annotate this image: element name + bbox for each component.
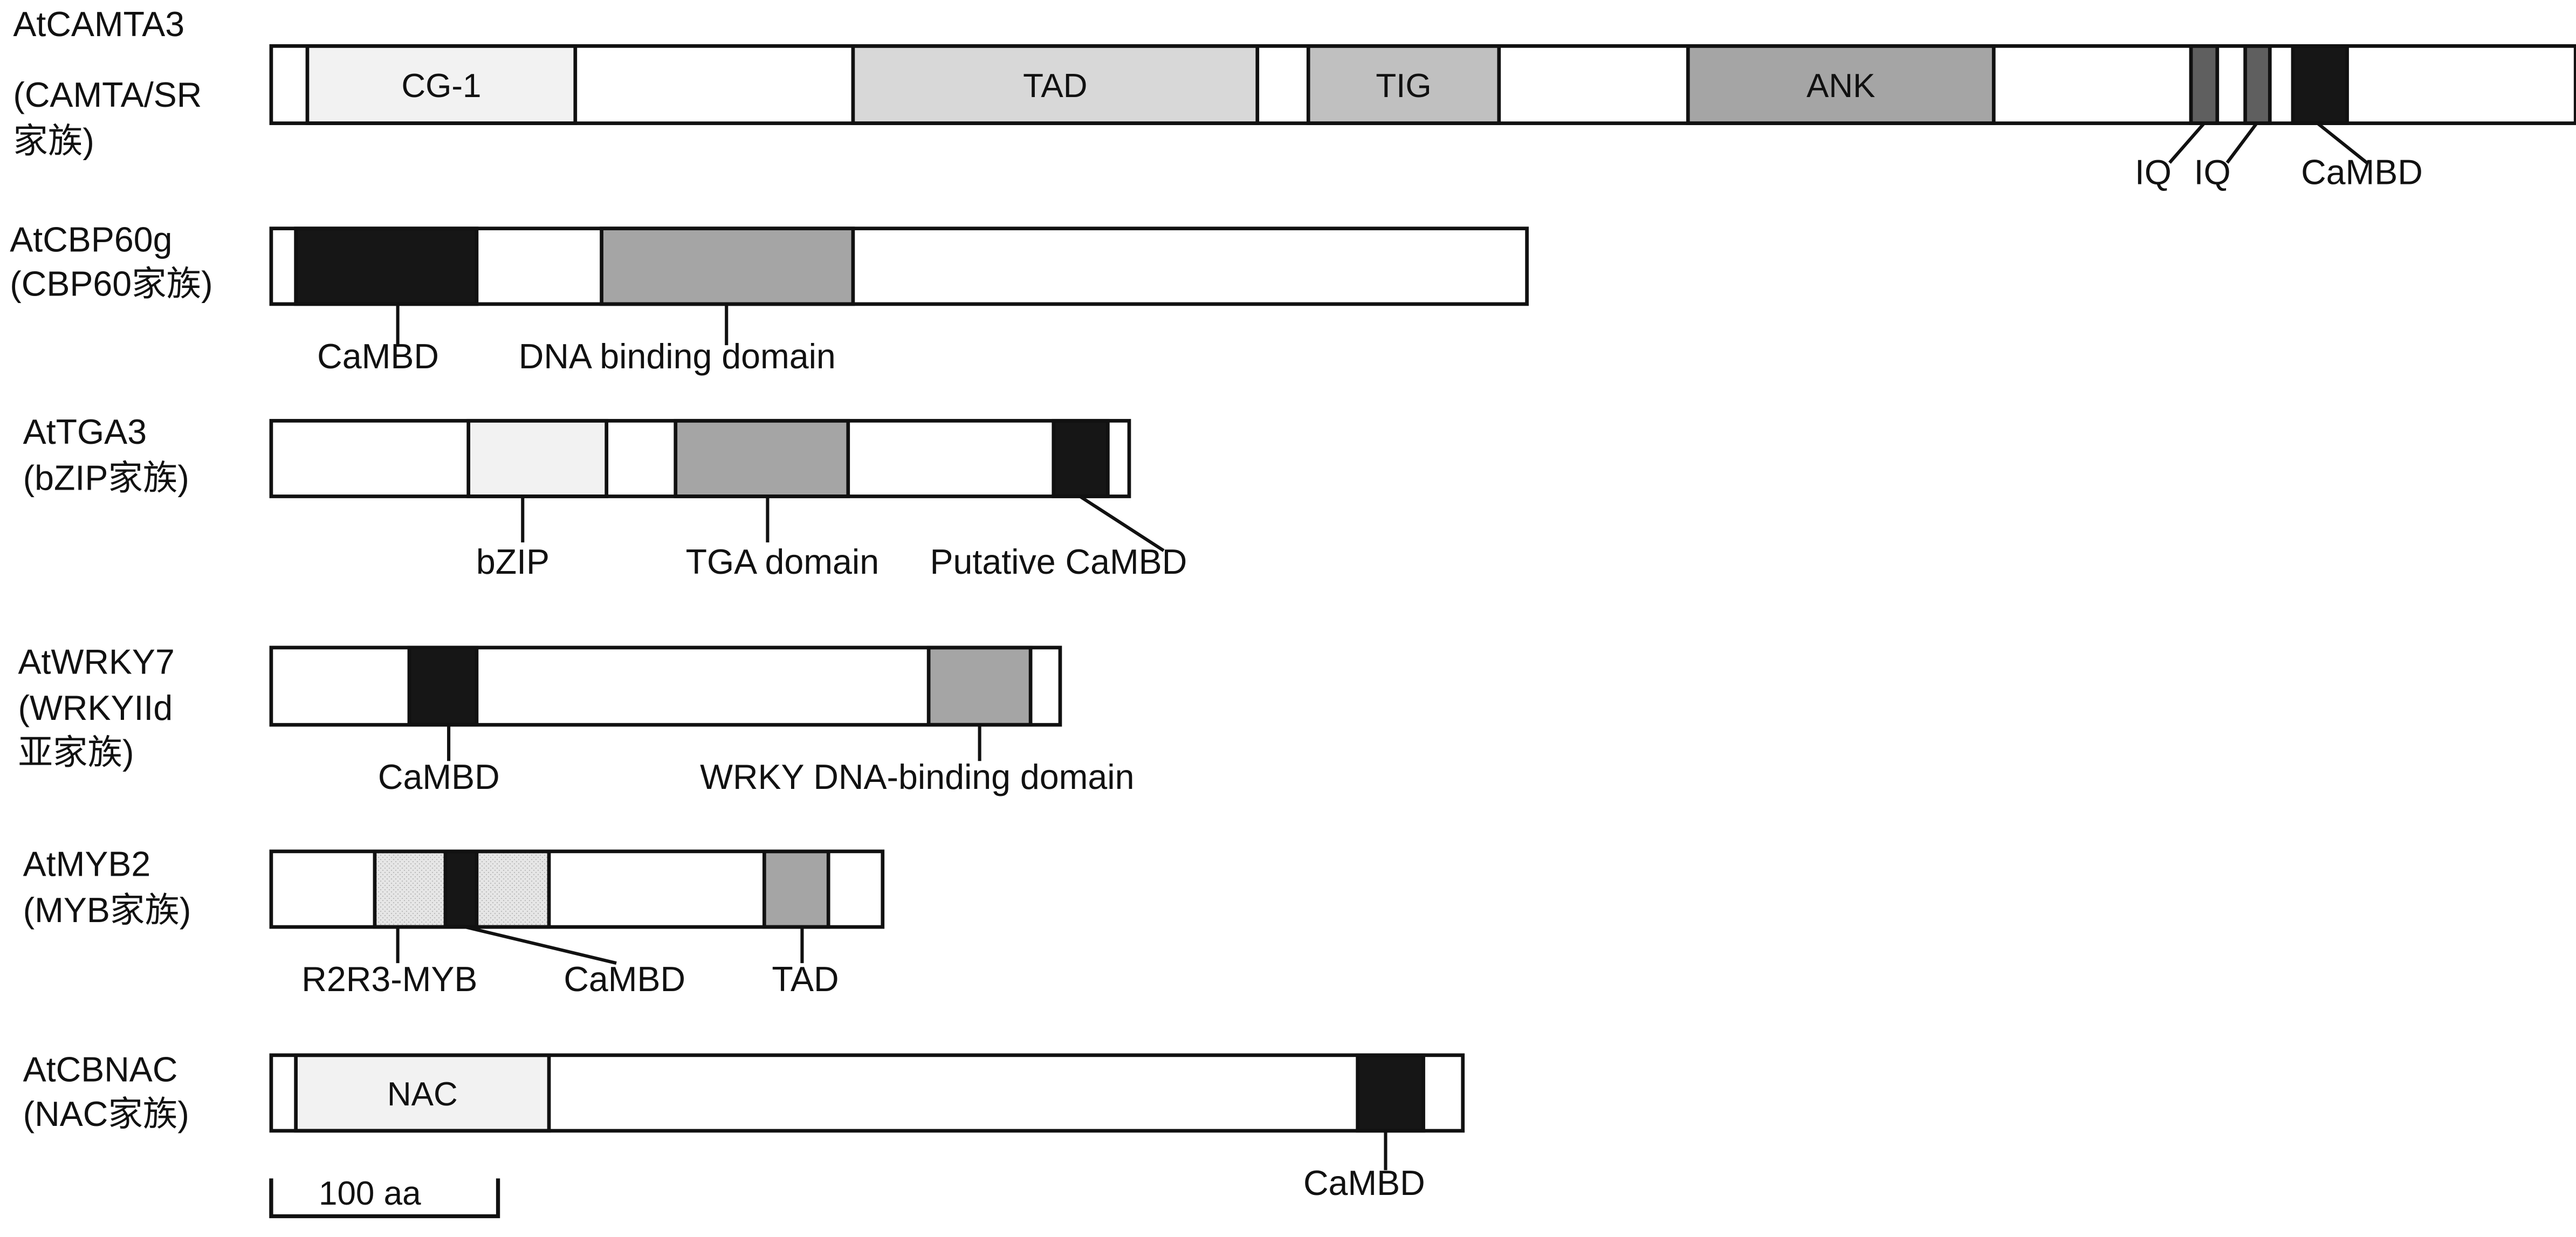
protein-name: AtCBNAC [23, 1050, 178, 1089]
domain-label: TIG [1376, 67, 1431, 105]
domain-label: ANK [1806, 67, 1875, 105]
protein-bar-outline [269, 44, 2576, 125]
protein-row-atcbp60g: AtCBP60g (CBP60家族) CaMBD DNA binding domain [10, 220, 1529, 376]
domain-block [1052, 418, 1110, 498]
annotation-label: DNA binding domain [519, 337, 836, 376]
domain-block [2189, 44, 2220, 125]
annotation-leader-line [2168, 122, 2206, 164]
domain-block [1356, 1053, 1425, 1133]
protein-family-label: (MYB家族) [23, 891, 191, 930]
domain-block [294, 226, 479, 306]
protein-bar-outline [269, 1053, 1465, 1133]
protein-family-label: (NAC家族) [23, 1095, 189, 1133]
domain-block [926, 645, 1033, 727]
protein-family-label: 家族) [13, 121, 94, 160]
scale-bar: 100 aa [269, 1175, 500, 1219]
protein-name: AtCAMTA3 [13, 5, 184, 44]
annotation-label: TAD [772, 960, 839, 999]
protein-row-atmyb2: AtMYB2 (MYB家族) R2R3-MYB CaMBD TAD [23, 845, 885, 999]
protein-bar-outline [269, 418, 1131, 498]
protein-family-label: (CBP60家族) [10, 265, 212, 304]
annotation-leader-line [2225, 122, 2258, 164]
annotation-leader-line [1079, 494, 1165, 552]
protein-family-label: 亚家族) [18, 733, 134, 772]
protein-row-atcamta3: AtCAMTA3 (CAMTA/SR 家族) CG-1 TAD TIG ANK IQ IQ CaM… [13, 5, 2576, 191]
protein-family-label: (bZIP家族) [23, 458, 189, 497]
scale-bar-bracket [269, 1178, 500, 1219]
protein-bar-outline [269, 645, 1062, 727]
domain-label: TAD [1023, 67, 1087, 105]
protein-row-attga3: AtTGA3 (bZIP家族) bZIP TGA domain Putative CaM… [23, 413, 1187, 581]
annotation-label: Putative CaMBD [930, 542, 1187, 581]
scale-bar-label: 100 aa [319, 1175, 421, 1212]
protein-bar-outline [269, 226, 1529, 306]
protein-row-atcbnac: AtCBNAC (NAC家族) NAC CaMBD [23, 1050, 1465, 1202]
domain-label: NAC [387, 1076, 458, 1113]
annotation-label: IQ [2194, 153, 2231, 191]
protein-bar [271, 228, 1527, 304]
protein-name: AtCBP60g [10, 220, 172, 259]
annotation-label: CaMBD [317, 337, 439, 376]
domain-block [2243, 44, 2272, 125]
domain-block [2291, 44, 2349, 125]
annotation-label: CaMBD [1303, 1164, 1425, 1202]
annotation-leader-line [464, 925, 617, 965]
annotation-label: TGA domain [686, 542, 880, 581]
domain-block [762, 849, 830, 929]
protein-row-atwrky7: AtWRKY7 (WRKYIId 亚家族) CaMBD WRKY DNA-binding… [18, 643, 1135, 796]
domain-block [443, 849, 479, 929]
protein-name: AtTGA3 [23, 413, 147, 451]
protein-name: AtWRKY7 [18, 643, 175, 682]
protein-bar-outline [269, 849, 885, 929]
domain-block [305, 44, 578, 125]
domain-block [674, 418, 850, 498]
annotation-label: IQ [2135, 153, 2172, 191]
annotation-label: R2R3-MYB [301, 960, 477, 999]
annotation-leader-line [2316, 122, 2368, 164]
annotation-label: CaMBD [378, 758, 500, 796]
domain-label: CG-1 [401, 67, 481, 105]
annotation-label: bZIP [476, 542, 549, 581]
domain-block [600, 226, 855, 306]
protein-name: AtMYB2 [23, 845, 151, 884]
annotation-label: CaMBD [2301, 153, 2423, 191]
annotation-label: CaMBD [564, 960, 685, 999]
protein-family-label: (CAMTA/SR [13, 75, 202, 114]
domain-block [466, 418, 609, 498]
annotation-label: WRKY DNA-binding domain [700, 758, 1134, 796]
protein-family-label: (WRKYIId [18, 689, 173, 727]
domain-block [407, 645, 479, 727]
domain-block [1306, 44, 1501, 125]
